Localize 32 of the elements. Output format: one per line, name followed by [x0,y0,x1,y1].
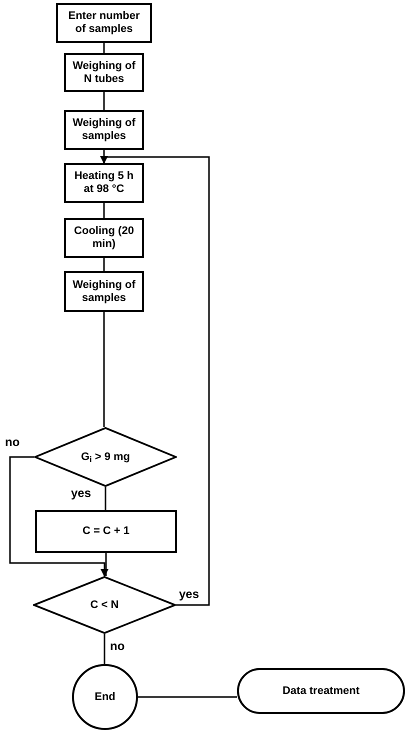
connector-line [103,312,105,427]
node-text: Weighing of samples [72,278,136,304]
connector-line [103,92,105,110]
connector-line [104,634,106,664]
process-box [64,218,144,258]
arrow [100,156,210,606]
process-box [64,53,144,92]
node-text: Heating 5 h at 98 °C [73,170,135,196]
node-text: End [94,690,116,704]
node-text: Data treatment [282,684,360,698]
process-box [56,3,152,43]
node-text: Weighing of N tubes [72,60,136,86]
terminal-box [237,668,405,714]
node-text: Weighing of samples [72,117,136,143]
arrow [9,456,108,577]
decision-diamond [34,427,177,487]
node-text: G$_{i}$ > 9 mg [80,450,130,464]
node-text: C = C + 1 [82,525,130,538]
process-box [64,163,144,203]
connector-line [104,487,106,510]
connector-line [103,43,105,53]
node-text: C < N [90,598,119,612]
process-box [35,510,177,553]
connector-line [138,696,237,698]
node-text: Enter number of samples [67,10,141,36]
process-box [64,271,144,312]
connector-line [105,553,107,576]
node-text: Cooling (20 min) [73,225,135,251]
connector-line [103,203,105,218]
process-box [64,110,144,150]
decision-diamond [33,576,176,634]
connector-line [103,258,105,271]
